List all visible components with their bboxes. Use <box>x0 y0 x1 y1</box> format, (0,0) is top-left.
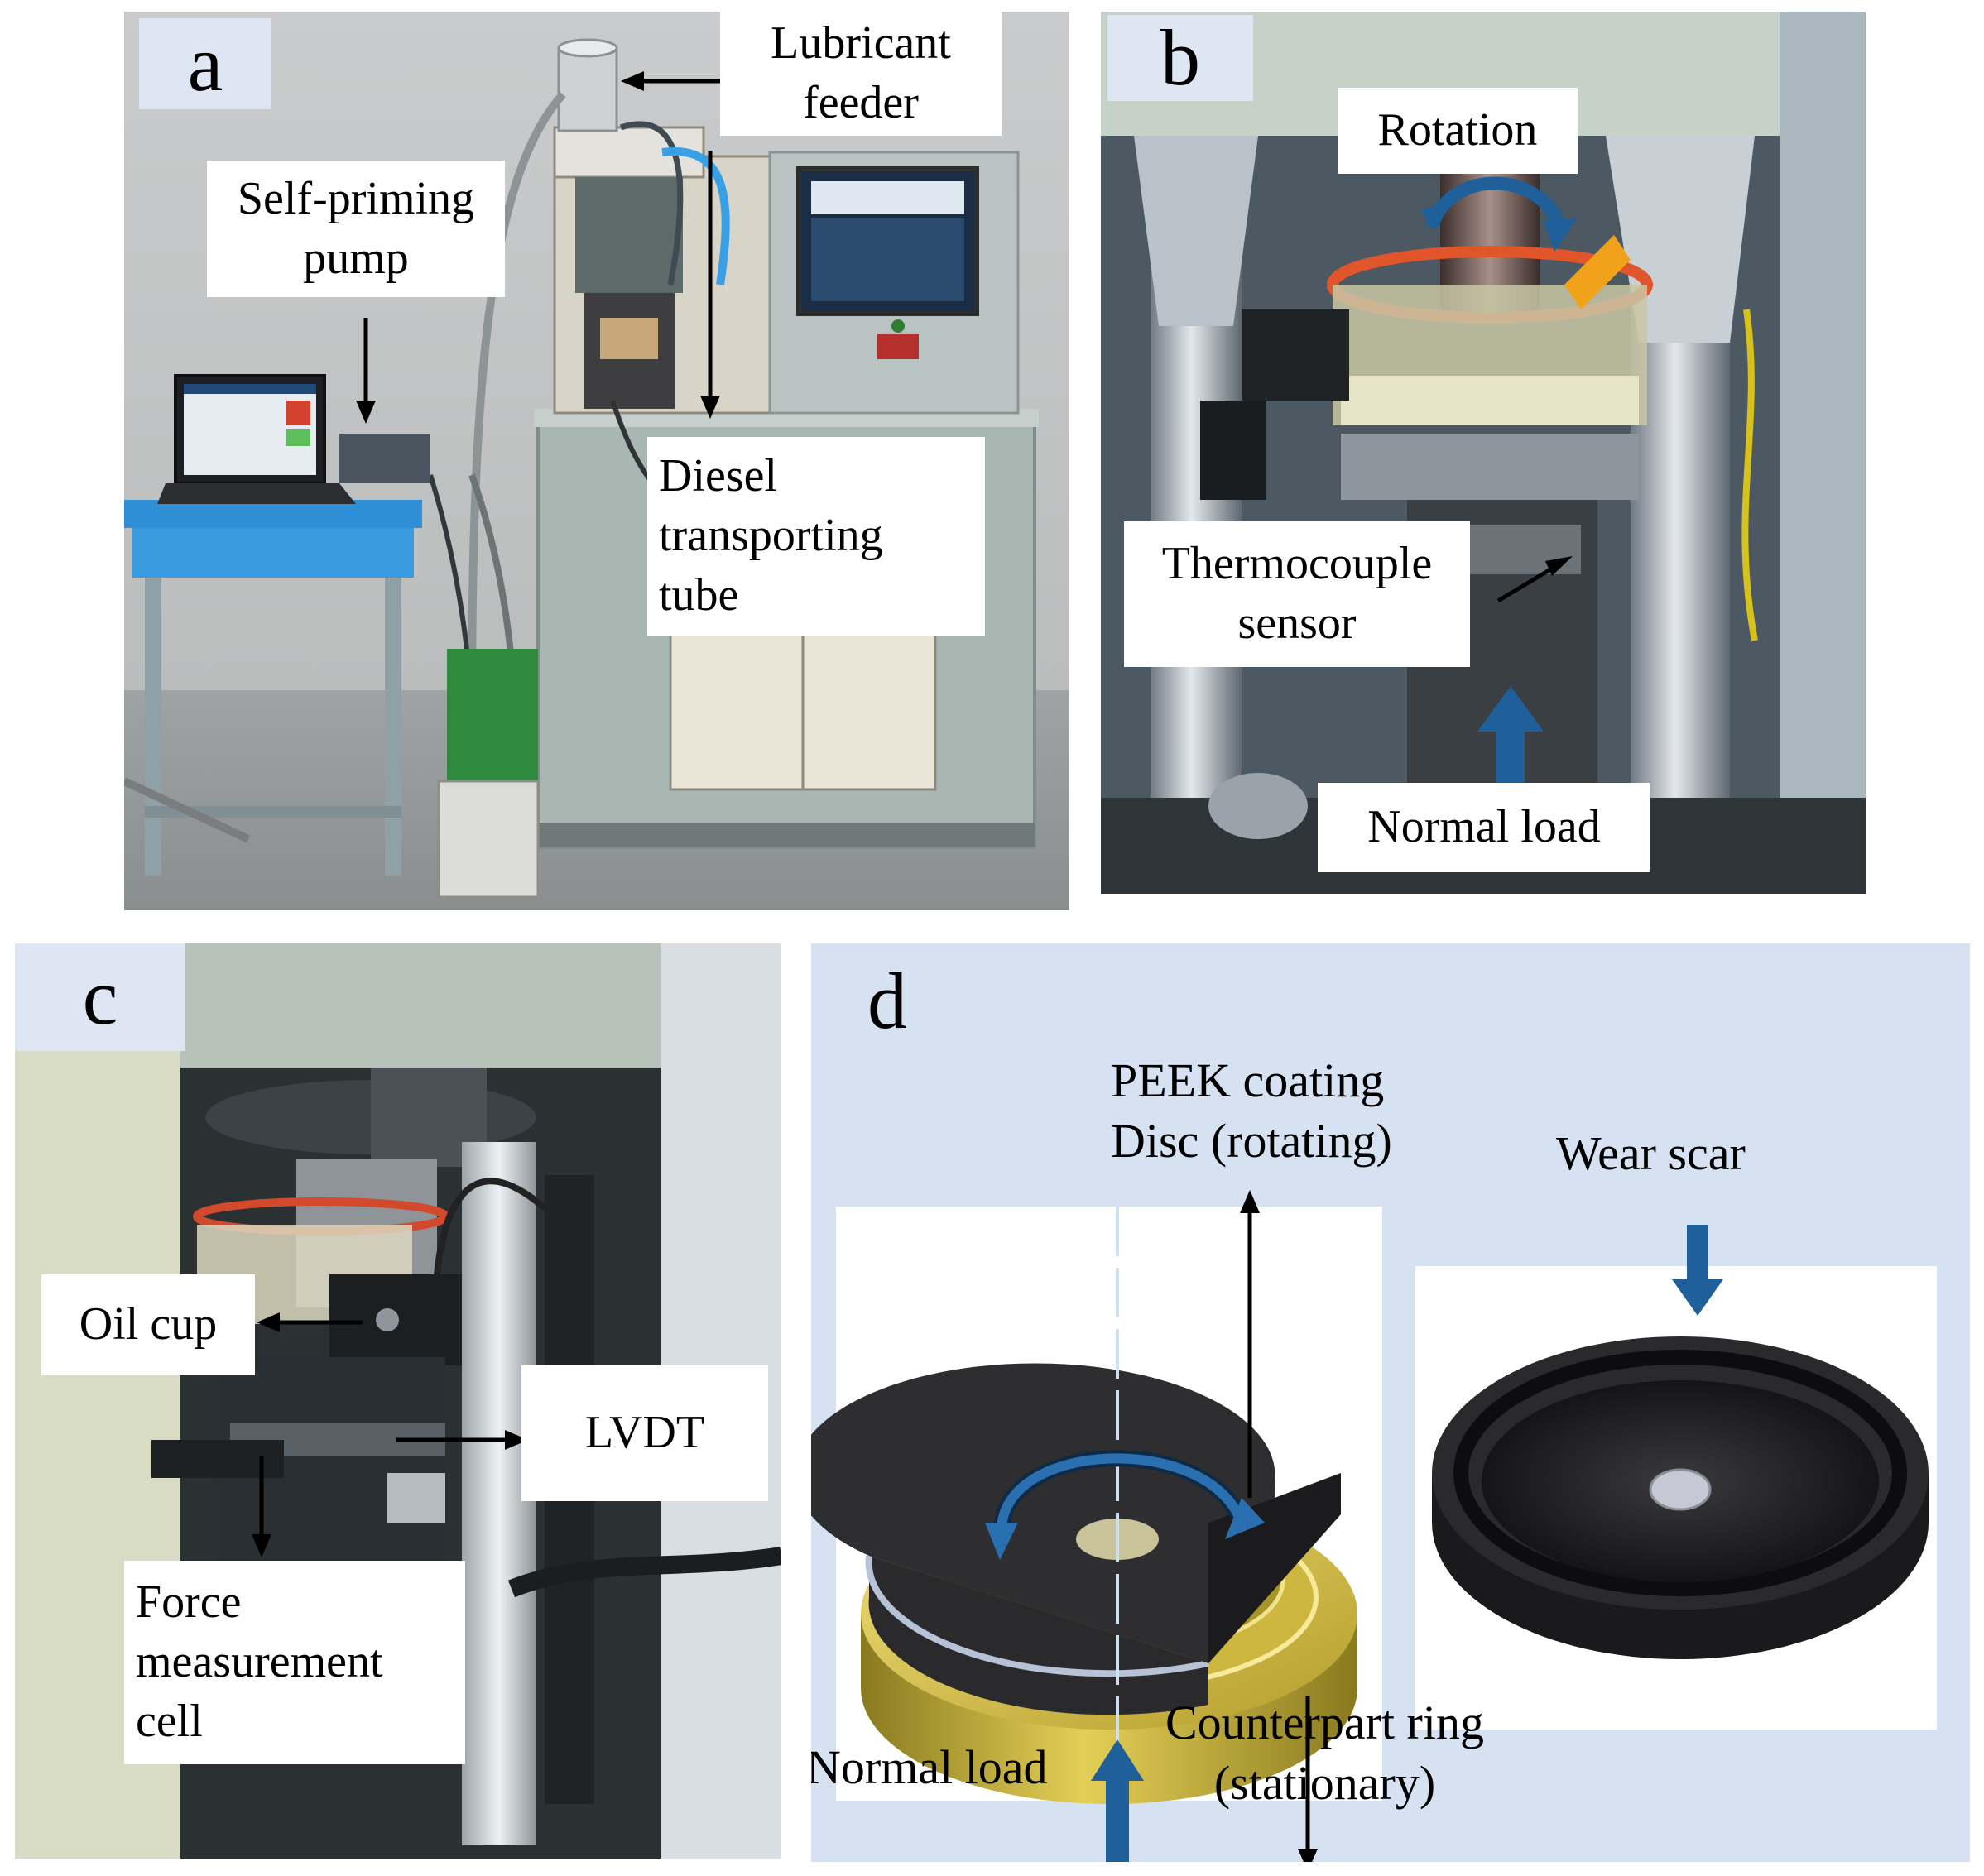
panel-a-photo: a Lubricant feeder Self-priming pump Die… <box>124 12 1069 910</box>
panel-d-label: d <box>867 957 907 1045</box>
self-priming-pump-label: Self-priming pump <box>207 161 505 297</box>
normal-load-label-b: Normal load <box>1318 783 1650 872</box>
lubricant-feeder-line-2: feeder <box>803 77 919 128</box>
peek-line-2: Disc (rotating) <box>1111 1113 1392 1168</box>
counterpart-line-1: Counterpart ring <box>1165 1696 1484 1749</box>
force-cell-line-2: measurement <box>136 1636 383 1688</box>
panel-b-photo: b Rotation Thermocouple sensor Normal lo… <box>1101 12 1866 894</box>
lvdt-label: LVDT <box>521 1365 768 1501</box>
wear-scar-arrow <box>1672 1279 1723 1316</box>
lubricant-cup <box>557 46 618 132</box>
waste-bin <box>447 649 538 781</box>
diesel-tube-line-3: tube <box>659 569 739 621</box>
diesel-tube-line-1: Diesel <box>659 450 778 502</box>
diesel-tube-line-2: transporting <box>659 510 883 562</box>
rotation-label: Rotation <box>1338 88 1578 174</box>
normal-load-label-d: Normal load <box>811 1740 1048 1794</box>
panel-c-label: c <box>15 943 185 1051</box>
diesel-tube-label: Diesel transporting tube <box>647 437 985 636</box>
force-measurement-cell-label: Force measurement cell <box>124 1561 465 1764</box>
wear-scar-label: Wear scar <box>1556 1126 1746 1180</box>
force-cell-line-3: cell <box>136 1695 203 1747</box>
panel-c-photo: c Oil cup LVDT Force measurement cell <box>15 943 781 1859</box>
counterpart-line-2: (stationary) <box>1213 1755 1436 1810</box>
panel-b-label: b <box>1107 15 1253 101</box>
peek-disc-label: PEEK coating Disc (rotating) <box>1111 1051 1392 1171</box>
panel-a-label: a <box>139 18 271 109</box>
self-priming-pump <box>339 434 430 483</box>
lubricant-feeder-label: Lubricant feeder <box>720 12 1002 136</box>
disc-ring-schematic <box>811 1190 1937 1862</box>
counterpart-ring-label: Counterpart ring (stationary) <box>1165 1693 1484 1813</box>
self-priming-pump-line-2: pump <box>303 232 409 284</box>
normal-load-arrow <box>1477 686 1544 732</box>
peek-line-1: PEEK coating <box>1111 1053 1385 1107</box>
oil-cup-label: Oil cup <box>41 1274 255 1375</box>
thermocouple-line-1: Thermocouple <box>1161 538 1433 590</box>
blue-table <box>124 500 422 528</box>
panel-d-diagram: d PEEK coating Disc (rotating) Wear scar… <box>811 943 1970 1862</box>
thermocouple-line-2: sensor <box>1237 597 1357 649</box>
lubricant-feeder-line-1: Lubricant <box>771 17 951 70</box>
self-priming-pump-line-1: Self-priming <box>237 172 475 224</box>
force-cell-line-1: Force <box>136 1576 242 1629</box>
thermocouple-sensor-label: Thermocouple sensor <box>1124 521 1470 667</box>
